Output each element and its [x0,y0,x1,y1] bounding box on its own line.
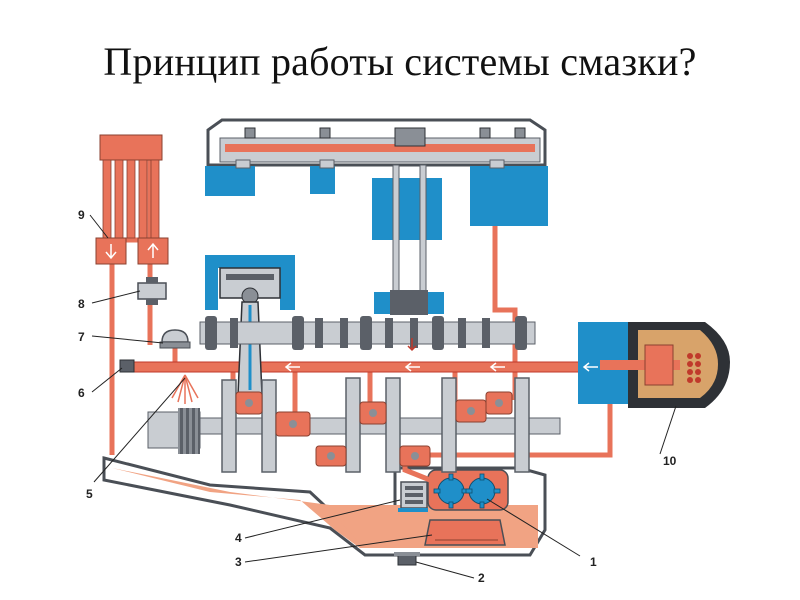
callout-5: 5 [86,487,93,501]
oil-filter [578,322,730,408]
leader-lines [89,214,677,579]
callout-4: 4 [235,531,242,545]
oil-intake [424,519,506,546]
oil-line-outlines [122,361,610,373]
pressure-sensor [159,329,191,349]
callout-10: 10 [663,454,677,468]
warning-sensor [119,359,135,373]
callout-8: 8 [78,297,85,311]
oil-cooler [95,134,169,265]
cooler-valve [137,277,167,305]
callout-3: 3 [235,555,242,569]
oil-spray [171,374,199,404]
pushrods [374,164,444,315]
flow-arrows [284,362,598,372]
relief-valve [398,481,428,512]
drain-plug [394,552,420,566]
callout-1: 1 [590,555,597,569]
cylinder-head [205,118,548,240]
callout-6: 6 [78,386,85,400]
gallery-arrow [407,338,417,352]
camshaft [199,316,536,350]
callout-9: 9 [78,208,85,222]
slide-title: Принцип работы системы смазки? [103,39,697,84]
callout-7: 7 [78,330,85,344]
callout-2: 2 [478,571,485,585]
crankshaft [147,377,561,473]
